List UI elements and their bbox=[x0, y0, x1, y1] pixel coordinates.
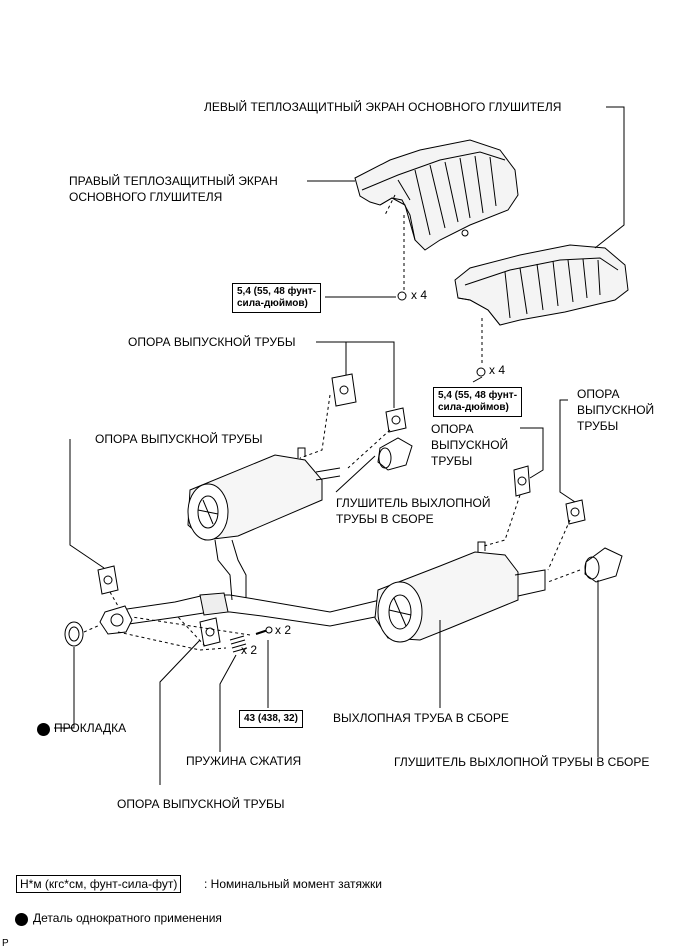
exhaust-support-top-label: ОПОРА ВЫПУСКНОЙ ТРУБЫ bbox=[128, 335, 296, 349]
exhaust-support-bottom-label: ОПОРА ВЫПУСКНОЙ ТРУБЫ bbox=[117, 797, 285, 811]
exhaust-support-left-label: ОПОРА ВЫПУСКНОЙ ТРУБЫ bbox=[95, 432, 263, 446]
legend-non-reusable-text: Деталь однократного применения bbox=[33, 911, 222, 925]
torque-spec-flange: 43 (438, 32) bbox=[239, 710, 303, 728]
legend-non-reusable-dot bbox=[15, 913, 28, 926]
exhaust-support-mid-label-line2: ВЫПУСКНОЙ bbox=[431, 438, 509, 452]
tail-pipe-right-drawing bbox=[584, 547, 623, 583]
part-leaders bbox=[54, 341, 599, 785]
torque-spec-right-shield-line2: сила-дюймов) bbox=[438, 402, 509, 413]
exhaust-support-mid-label-line3: ТРУБЫ bbox=[431, 454, 473, 468]
non-reusable-mark-gasket bbox=[37, 723, 50, 736]
right-heat-shield-label-line2: ОСНОВНОГО ГЛУШИТЕЛЯ bbox=[69, 190, 223, 204]
right-heat-shield-label-line1: ПРАВЫЙ ТЕПЛОЗАЩИТНЫЙ ЭКРАН bbox=[69, 174, 278, 188]
exhaust-support-right-label-line2: ВЫПУСКНОЙ bbox=[577, 403, 655, 417]
exhaust-pipe-assembly-label: ВЫХЛОПНАЯ ТРУБА В СБОРЕ bbox=[333, 711, 509, 725]
legend-torque-description: : Номинальный момент затяжки bbox=[204, 877, 382, 891]
spring-quantity: x 2 bbox=[241, 643, 258, 657]
corner-mark: P bbox=[2, 938, 9, 949]
left-heat-shield-drawing bbox=[454, 244, 629, 326]
compression-spring-label: ПРУЖИНА СЖАТИЯ bbox=[186, 754, 302, 768]
left-shield-nut-quantity: x 4 bbox=[411, 288, 428, 302]
gasket-label: ПРОКЛАДКА bbox=[54, 721, 127, 735]
tail-pipe-left-label-line1: ГЛУШИТЕЛЬ ВЫХЛОПНОЙ bbox=[336, 496, 491, 510]
torque-spec-flange-value: 43 (438, 32) bbox=[244, 713, 298, 724]
right-shield-nut-quantity: x 4 bbox=[489, 363, 506, 377]
exhaust-support-right-label-line3: ТРУБЫ bbox=[577, 419, 619, 433]
torque-spec-right-shield-line1: 5,4 (55, 48 фунт- bbox=[438, 390, 518, 401]
exhaust-support-right-label-line1: ОПОРА bbox=[577, 387, 620, 401]
exhaust-support-parts bbox=[97, 373, 586, 647]
spring-and-bolt-drawing bbox=[229, 626, 273, 653]
legend-torque-unit-box: Н*м (кгс*см, фунт-сила-фут) bbox=[16, 875, 182, 893]
left-heat-shield-label: ЛЕВЫЙ ТЕПЛОЗАЩИТНЫЙ ЭКРАН ОСНОВНОГО ГЛУШ… bbox=[204, 100, 562, 114]
torque-spec-left-shield-line2: сила-дюймов) bbox=[237, 298, 308, 309]
right-heat-shield-drawing bbox=[354, 139, 519, 251]
tail-pipe-right-label: ГЛУШИТЕЛЬ ВЫХЛОПНОЙ ТРУБЫ В СБОРЕ bbox=[394, 755, 650, 769]
torque-spec-right-shield: 5,4 (55, 48 фунт- сила-дюймов) bbox=[433, 387, 523, 417]
tail-pipe-left-label-line2: ТРУБЫ В СБОРЕ bbox=[336, 512, 434, 526]
torque-spec-left-shield-line1: 5,4 (55, 48 фунт- bbox=[237, 286, 317, 297]
gasket-drawing bbox=[64, 621, 84, 647]
heat-shield-leaders bbox=[307, 106, 625, 383]
exhaust-pipe-assembly-drawing bbox=[99, 447, 546, 643]
flange-bolt-quantity: x 2 bbox=[275, 623, 292, 637]
heat-shield-nuts bbox=[397, 291, 486, 377]
exhaust-support-mid-label-line1: ОПОРА bbox=[431, 422, 474, 436]
tail-pipe-left-drawing bbox=[377, 437, 413, 471]
torque-spec-left-shield: 5,4 (55, 48 фунт- сила-дюймов) bbox=[232, 283, 322, 313]
